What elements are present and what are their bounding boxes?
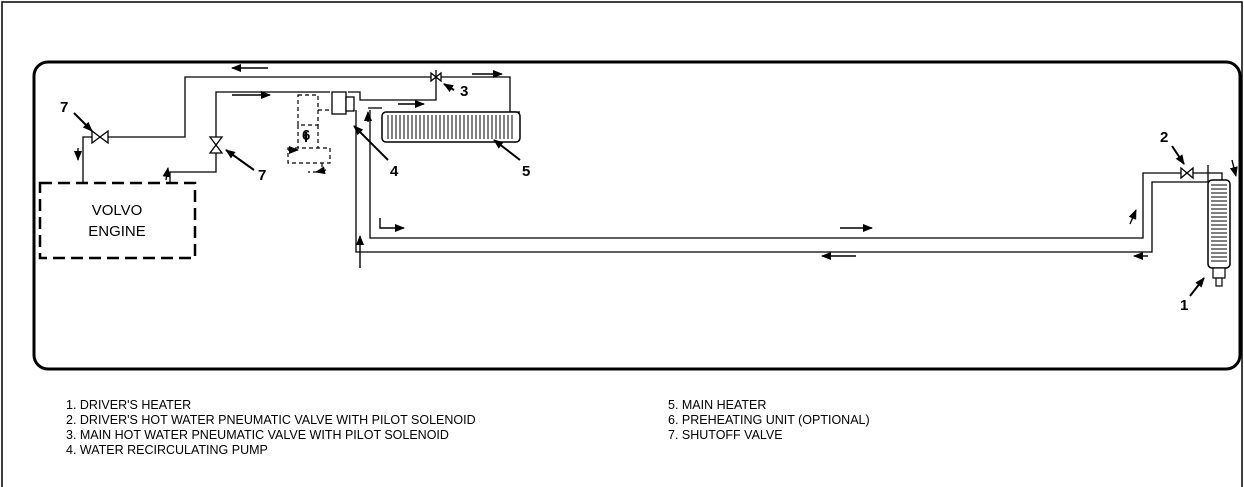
- callout-4: 4: [390, 163, 399, 180]
- legend-item-7: 7. SHUTOFF VALVE: [668, 428, 783, 442]
- callout-leaders: [73, 83, 1205, 297]
- preheating-unit: [287, 94, 336, 173]
- water-recirculating-pump: [331, 91, 355, 115]
- legend-item-5: 5. MAIN HEATER: [668, 398, 766, 412]
- callout-5: 5: [522, 163, 530, 180]
- callout-2: 2: [1160, 129, 1168, 146]
- volvo-engine: VOLVO ENGINE: [38, 181, 197, 260]
- shutoff-valve-left: [91, 129, 109, 145]
- legend: 1. DRIVER'S HEATER 2. DRIVER'S HOT WATER…: [66, 398, 870, 457]
- drivers-heater: [1207, 179, 1231, 287]
- callout-6: 6: [302, 127, 310, 144]
- legend-item-6: 6. PREHEATING UNIT (OPTIONAL): [668, 413, 870, 427]
- main-hot-water-valve: [430, 71, 442, 83]
- piping: [82, 70, 1223, 253]
- bus-outline: [32, 60, 1242, 371]
- callout-7-left: 7: [60, 99, 68, 116]
- callout-7-right: 7: [258, 167, 266, 184]
- callout-1: 1: [1180, 297, 1188, 314]
- callout-3: 3: [460, 83, 468, 100]
- engine-label-line1: VOLVO: [92, 202, 143, 219]
- engine-label-line2: ENGINE: [88, 223, 146, 240]
- legend-item-3: 3. MAIN HOT WATER PNEUMATIC VALVE WITH P…: [66, 428, 449, 442]
- flow-arrows: [74, 64, 1238, 268]
- legend-item-1: 1. DRIVER'S HEATER: [66, 398, 191, 412]
- shutoff-valve-right: [208, 136, 224, 154]
- drivers-hot-water-valve: [1180, 166, 1194, 180]
- legend-item-2: 2. DRIVER'S HOT WATER PNEUMATIC VALVE WI…: [66, 413, 476, 427]
- legend-item-4: 4. WATER RECIRCULATING PUMP: [66, 443, 268, 457]
- main-heater: [381, 111, 521, 143]
